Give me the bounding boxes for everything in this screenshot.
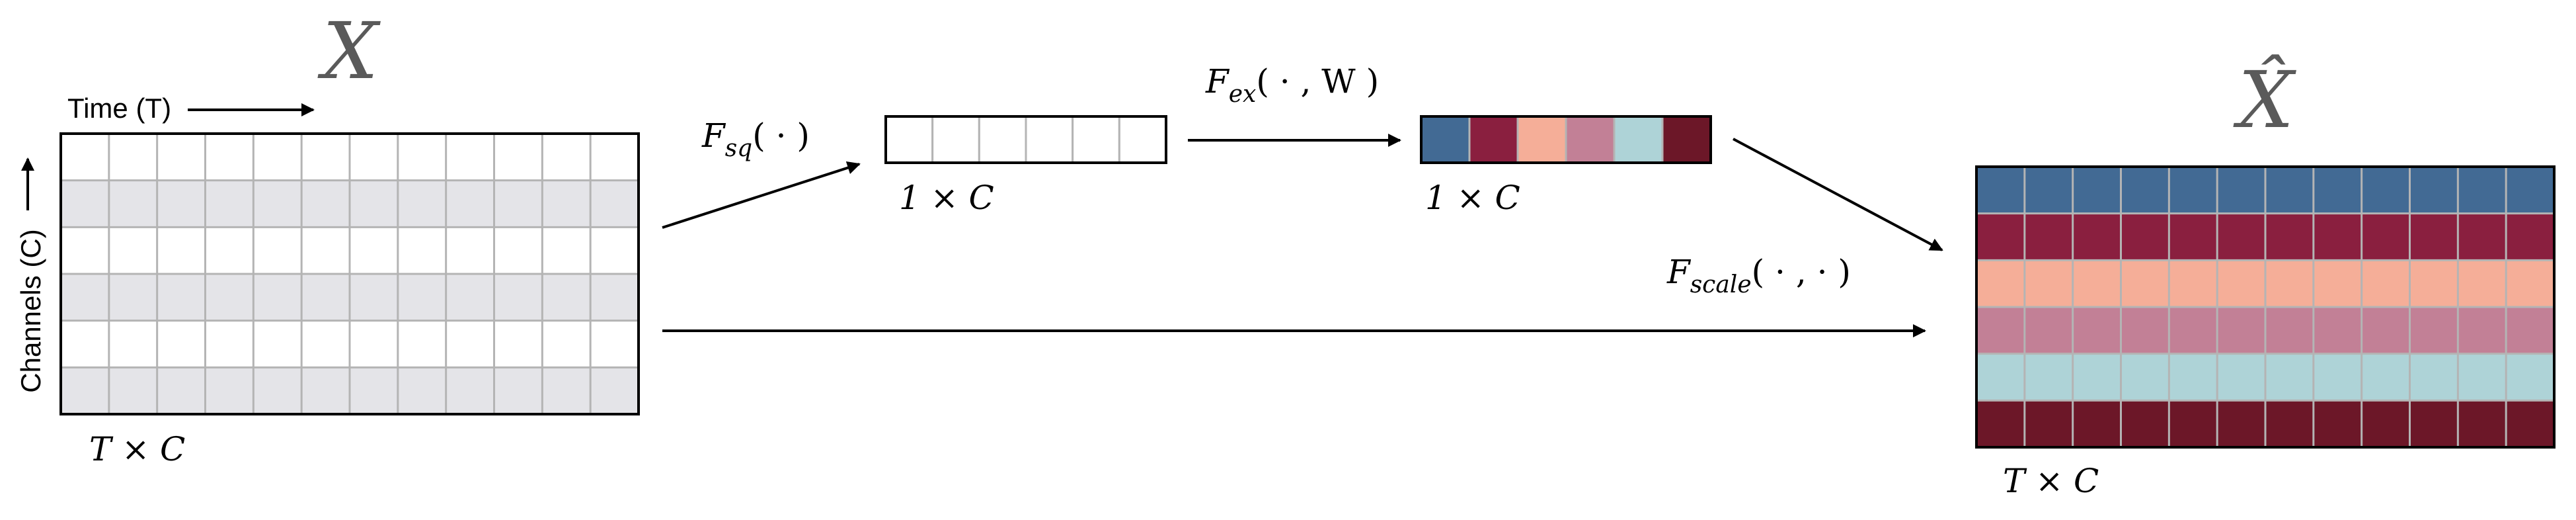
excitation-cell xyxy=(1420,115,1471,164)
excitation-cell xyxy=(1468,115,1519,164)
input-dims-label: T × C xyxy=(89,430,185,468)
time-axis-label: Time (T) xyxy=(67,93,171,124)
squeeze-stage: Fsq( · ) 1 × C xyxy=(662,115,1167,229)
excitation-stage: Fex( · , W ) 1 × C xyxy=(1188,62,1943,251)
scale-label-main: F xyxy=(1666,253,1692,291)
input-grid xyxy=(59,132,640,415)
squeeze-vector xyxy=(884,115,1167,164)
input-symbol: X xyxy=(317,5,381,97)
squeeze-dims-label: 1 × C xyxy=(899,179,994,217)
output-tensor: X̂ T × C xyxy=(1975,54,2556,500)
squeeze-cell xyxy=(1025,115,1074,164)
output-dims-label: T × C xyxy=(2003,462,2099,500)
excitation-label-sub: ex xyxy=(1229,81,1257,108)
squeeze-label-main: F xyxy=(701,116,726,155)
input-tensor: X Time (T) Channels (C) T × C xyxy=(15,5,640,468)
squeeze-label-args: ( · ) xyxy=(752,116,810,155)
output-symbol: X̂ xyxy=(2233,54,2296,146)
squeeze-cell xyxy=(884,115,934,164)
excitation-cell xyxy=(1565,115,1616,164)
channel-axis-label: Channels (C) xyxy=(15,229,46,392)
input-grid-border xyxy=(59,132,640,415)
squeeze-vector-border xyxy=(884,115,1167,164)
excitation-cell xyxy=(1613,115,1664,164)
squeeze-cell xyxy=(931,115,980,164)
output-grid-border xyxy=(1975,165,2556,449)
output-grid xyxy=(1975,165,2556,449)
excitation-cell xyxy=(1516,115,1567,164)
squeeze-cell xyxy=(978,115,1027,164)
excitation-label: Fex( · , W ) xyxy=(1205,62,1379,108)
excitation-dims-label: 1 × C xyxy=(1425,179,1520,217)
excitation-to-output-arrow xyxy=(1733,138,1943,251)
scale-label-args: ( · , · ) xyxy=(1752,253,1851,291)
excitation-cell xyxy=(1661,115,1712,164)
scale-label-sub: scale xyxy=(1690,271,1752,298)
excitation-vector xyxy=(1420,115,1712,164)
excitation-label-args: ( · , W ) xyxy=(1256,62,1379,101)
squeeze-arrow xyxy=(662,161,861,229)
squeeze-cell xyxy=(1072,115,1120,164)
squeeze-cell xyxy=(1118,115,1167,164)
squeeze-label-sub: sq xyxy=(725,135,753,162)
scale-label: Fscale( · , · ) xyxy=(1666,253,1851,298)
excitation-label-main: F xyxy=(1205,62,1230,101)
excitation-vector-border xyxy=(1420,115,1712,164)
scale-stage: Fscale( · , · ) xyxy=(662,253,1926,337)
squeeze-label: Fsq( · ) xyxy=(701,116,810,162)
